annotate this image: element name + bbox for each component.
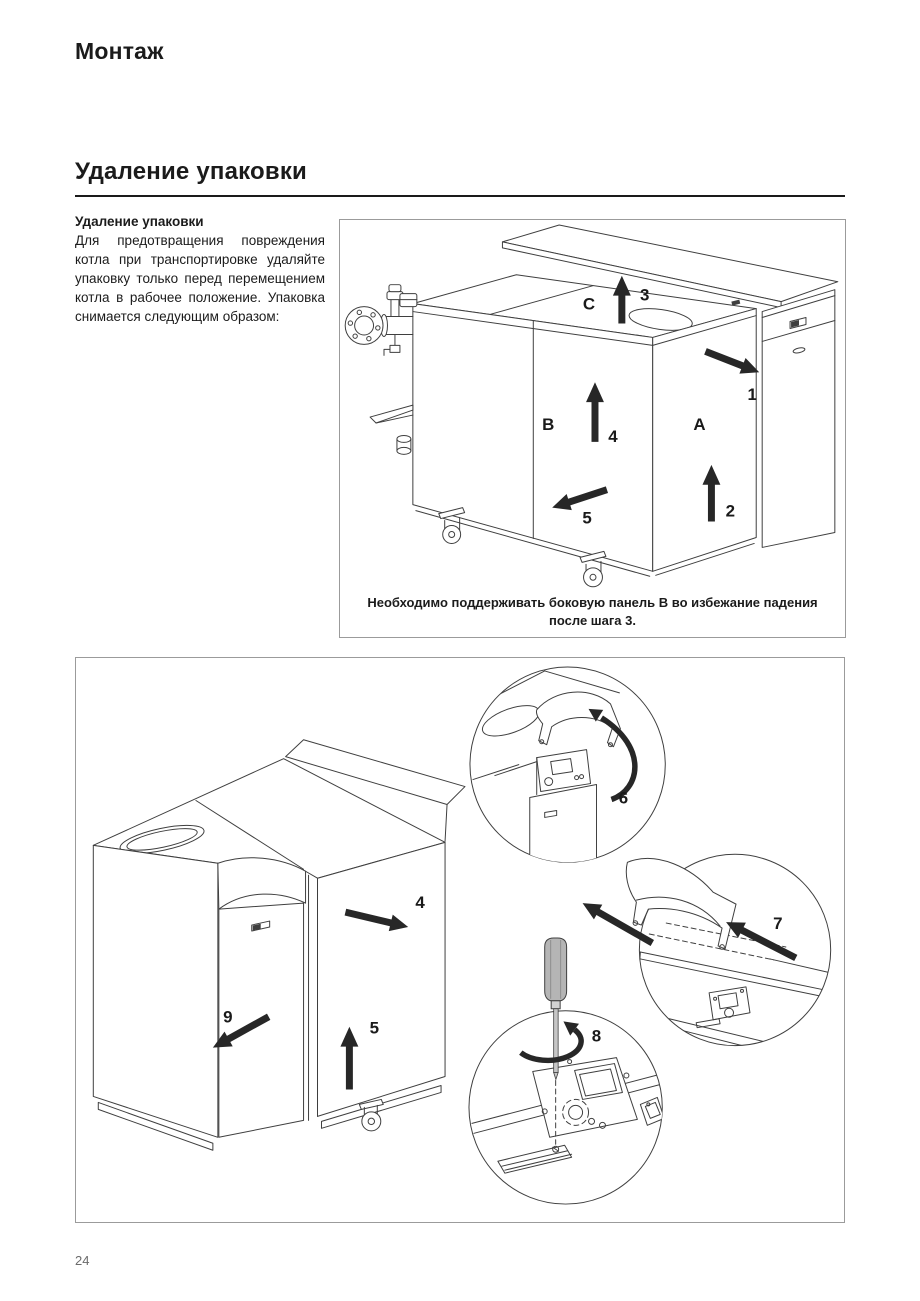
arrow-step7-icon	[726, 922, 798, 962]
fig1-label-step3: 3	[640, 286, 649, 305]
intro-line: Для предотвращения повреждения	[75, 233, 325, 248]
intro-heading: Удаление упаковки	[75, 214, 204, 229]
page-number: 24	[75, 1253, 90, 1268]
step-arrows	[552, 275, 760, 522]
fig1-label-panel-b: B	[542, 415, 554, 434]
intro-line: котла в рабочее положение. Упаковка	[75, 290, 325, 305]
detail-circle-6: 6	[469, 666, 666, 863]
fig2-label-step7: 7	[773, 914, 782, 933]
fig2-label-step6: 6	[619, 788, 628, 807]
section-rule	[75, 195, 845, 197]
detail-circle-8: 8	[468, 937, 663, 1205]
fig2-label-step5: 5	[370, 1019, 379, 1038]
caster-wheel	[579, 550, 607, 588]
intro-line: упаковку только перед перемещением	[75, 271, 325, 286]
fig1-label-step5: 5	[582, 509, 591, 528]
arrow-step4-icon	[586, 382, 604, 442]
arrow-step5-icon	[340, 1026, 359, 1090]
caster-wheel	[358, 1098, 384, 1132]
figure-unpacking-details: 4 5 9	[75, 657, 845, 1223]
caster-wheel	[438, 507, 466, 544]
arrow-step5-icon	[552, 486, 609, 511]
fig2-label-step4: 4	[415, 893, 425, 912]
arrow-step3-icon	[612, 275, 631, 324]
figure-unpacking-overview: C 3 B 4 A 1 2 5 Необходимо поддерживать …	[339, 219, 846, 638]
fig1-label-step1: 1	[748, 385, 757, 404]
intro-line: снимается следующим образом:	[75, 309, 280, 324]
section-title: Удаление упаковки	[75, 158, 308, 185]
arrow-step6-icon	[600, 715, 638, 803]
arrow-step2-icon	[702, 464, 721, 522]
fig1-label-panel-a: A	[693, 415, 705, 434]
arrow-step4-icon	[344, 908, 409, 932]
figure2-drawing: 4 5 9	[92, 666, 832, 1205]
boiler-isometric-view	[344, 224, 839, 588]
figure1-drawing: C 3 B 4 A 1 2 5	[344, 224, 839, 588]
arrow-step8-rotate-icon	[519, 1027, 584, 1064]
fig1-label-step2: 2	[726, 502, 735, 521]
fig2-label-step9: 9	[223, 1008, 232, 1027]
intro-text-block: Удаление упаковки Для предотвращения пов…	[75, 214, 325, 326]
figure1-caption-line1: Необходимо поддерживать боковую панель В…	[367, 595, 818, 610]
fig1-label-step4: 4	[608, 427, 618, 446]
side-shelf	[369, 404, 414, 455]
figure1-caption-line2: после шага 3.	[549, 613, 636, 628]
arrow-remove-icon	[582, 903, 655, 946]
control-cabinet	[761, 289, 836, 548]
opened-lid	[535, 691, 621, 748]
chapter-title: Монтаж	[75, 38, 164, 64]
intro-line: котла при транспортировке удаляйте	[75, 252, 325, 267]
arrow-step9-icon	[212, 1013, 271, 1048]
removed-lid	[625, 858, 737, 950]
screwdriver	[544, 937, 568, 1081]
figure1-caption: Необходимо поддерживать боковую панель В…	[340, 594, 845, 630]
detail-circle-7: 7	[582, 853, 832, 1047]
fig2-label-step8: 8	[592, 1027, 601, 1046]
fig1-label-panel-c: C	[583, 295, 595, 314]
boiler-isometric-view-2: 4 5 9	[92, 739, 466, 1151]
burner-flange-assembly	[344, 284, 418, 356]
arrow-step1-icon	[704, 348, 760, 374]
